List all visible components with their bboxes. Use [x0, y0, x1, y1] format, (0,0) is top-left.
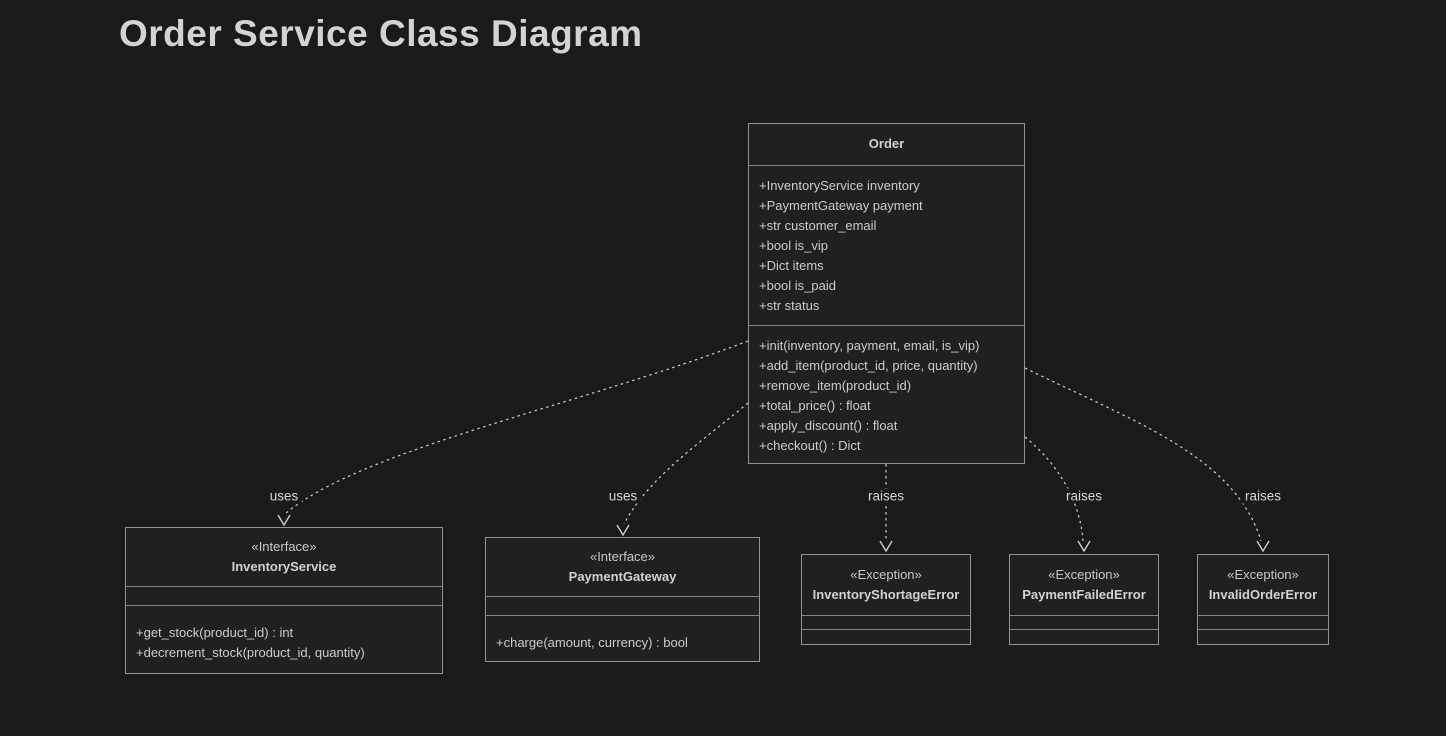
class-box-paymentgateway: «Interface» PaymentGateway +charge(amoun… [485, 537, 760, 662]
class-attributes-empty [1010, 614, 1158, 630]
method: +checkout() : Dict [759, 437, 861, 453]
method: +get_stock(product_id) : int [136, 624, 294, 640]
attribute: +Dict items [759, 257, 824, 273]
class-methods-empty [1010, 629, 1158, 644]
class-attributes-empty [802, 614, 970, 630]
edge-order-raises-inventoryshortageerror [879, 464, 893, 553]
class-header-order: Order [749, 124, 1024, 165]
class-name: InventoryService [231, 559, 337, 575]
class-methods-order: +init(inventory, payment, email, is_vip)… [749, 324, 1024, 463]
class-methods-paymentgateway: +charge(amount, currency) : bool [486, 614, 759, 661]
edge-order-raises-invalidordererror [1024, 367, 1270, 553]
attribute: +InventoryService inventory [759, 177, 920, 193]
attribute: +bool is_vip [759, 237, 829, 253]
method: +remove_item(product_id) [759, 377, 912, 393]
class-stereotype: «Exception» [850, 566, 922, 582]
class-box-inventoryservice: «Interface» InventoryService +get_stock(… [125, 527, 443, 674]
attribute: +PaymentGateway payment [759, 197, 923, 213]
edge-label-raises-inventoryshortageerror: raises [864, 488, 908, 504]
edge-order-uses-paymentgateway [616, 402, 749, 537]
method: +add_item(product_id, price, quantity) [759, 357, 978, 373]
class-attributes-empty [486, 595, 759, 615]
method: +total_price() : float [759, 397, 871, 413]
attribute: +str customer_email [759, 217, 877, 233]
attribute: +bool is_paid [759, 277, 836, 293]
class-header-paymentfailederror: «Exception» PaymentFailedError [1010, 555, 1158, 615]
class-attributes-empty [126, 586, 442, 605]
class-header-paymentgateway: «Interface» PaymentGateway [486, 538, 759, 596]
method: +decrement_stock(product_id, quantity) [136, 644, 365, 660]
page-title: Order Service Class Diagram [119, 13, 643, 54]
class-box-invalidordererror: «Exception» InvalidOrderError [1197, 554, 1329, 645]
class-methods-empty [1198, 629, 1328, 644]
class-stereotype: «Interface» [589, 548, 656, 564]
class-box-paymentfailederror: «Exception» PaymentFailedError [1009, 554, 1159, 645]
class-name: InventoryShortageError [812, 586, 960, 602]
method: +init(inventory, payment, email, is_vip) [759, 337, 980, 353]
method: +charge(amount, currency) : bool [496, 634, 688, 650]
class-attributes-order: +InventoryService inventory +PaymentGate… [749, 164, 1024, 325]
edge-label-uses-inventoryservice: uses [266, 488, 302, 504]
edge-label-raises-invalidordererror: raises [1241, 488, 1285, 504]
edge-label-uses-paymentgateway: uses [605, 488, 641, 504]
class-name: Order [868, 136, 905, 152]
attribute: +str status [759, 297, 820, 313]
class-box-order: Order +InventoryService inventory +Payme… [748, 123, 1025, 464]
method: +apply_discount() : float [759, 417, 898, 433]
class-box-inventoryshortageerror: «Exception» InventoryShortageError [801, 554, 971, 645]
class-header-inventoryservice: «Interface» InventoryService [126, 528, 442, 586]
class-name: InvalidOrderError [1208, 586, 1318, 602]
class-header-inventoryshortageerror: «Exception» InventoryShortageError [802, 555, 970, 615]
class-methods-empty [802, 629, 970, 644]
class-methods-inventoryservice: +get_stock(product_id) : int +decrement_… [126, 604, 442, 673]
edge-order-uses-inventoryservice [277, 340, 749, 527]
class-name: PaymentGateway [568, 568, 677, 584]
class-stereotype: «Interface» [251, 539, 317, 555]
edge-label-raises-paymentfailederror: raises [1062, 488, 1106, 504]
class-header-invalidordererror: «Exception» InvalidOrderError [1198, 555, 1328, 615]
class-name: PaymentFailedError [1022, 586, 1146, 602]
class-attributes-empty [1198, 614, 1328, 630]
class-stereotype: «Exception» [1048, 566, 1120, 582]
class-stereotype: «Exception» [1227, 566, 1299, 582]
